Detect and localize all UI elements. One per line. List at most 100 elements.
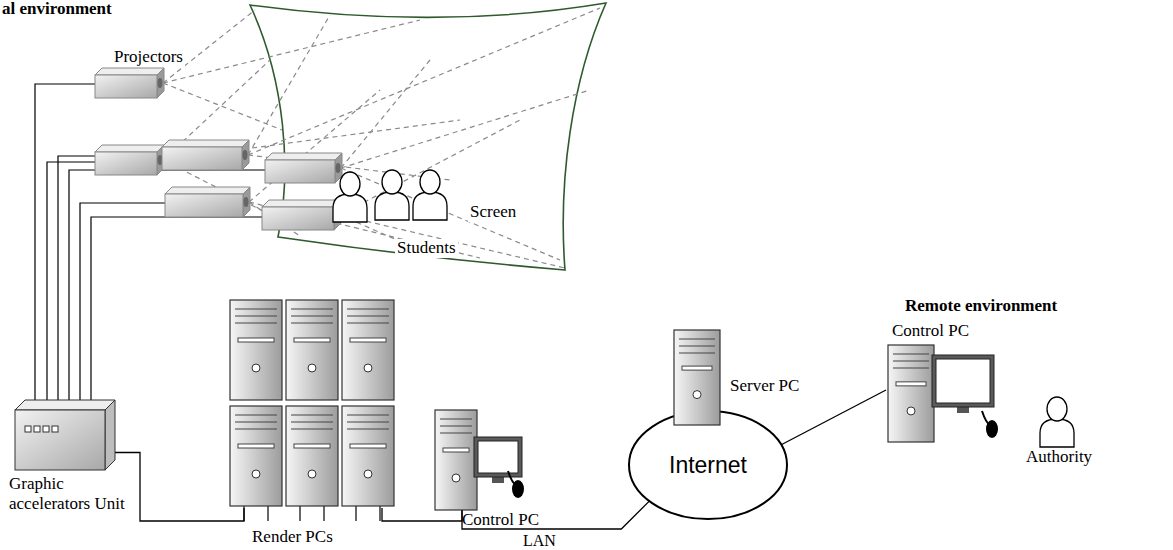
monitor-screen (478, 441, 518, 473)
projector-front (95, 152, 157, 175)
drive-bay (347, 309, 389, 310)
drive-bay (347, 429, 389, 430)
power-button (252, 364, 260, 372)
pc-leg (355, 506, 356, 521)
projector-lens (244, 197, 249, 207)
person-head (382, 170, 402, 194)
part-label: LAN (521, 532, 558, 550)
section-heading: al environment (0, 0, 114, 19)
drive-bay (235, 323, 277, 324)
drive-bay (893, 354, 929, 355)
node-icon (15, 400, 115, 470)
projector-front (265, 160, 335, 183)
unit-port (34, 426, 40, 432)
projection-ray (163, 20, 420, 83)
node-label: Server PC (730, 376, 799, 396)
unit-top (15, 400, 115, 410)
power-button (308, 470, 316, 478)
slot (682, 366, 712, 370)
monitor (932, 355, 994, 413)
drive-bay (235, 316, 277, 317)
drive-bay (893, 361, 929, 362)
projector-front (262, 207, 334, 230)
pc-tower (674, 330, 720, 425)
projector-top (165, 187, 250, 194)
projector-front (95, 75, 157, 98)
projector-front (165, 194, 243, 217)
drive-bay (291, 323, 333, 324)
slot (350, 444, 386, 448)
tower-body (230, 300, 282, 400)
projection-ray (341, 60, 430, 168)
pc-leg (379, 506, 380, 521)
person-icon (1040, 397, 1074, 447)
drive-bay (679, 353, 715, 354)
slot (294, 444, 330, 448)
projection-ray (341, 90, 590, 168)
projector-top (265, 153, 342, 160)
node-label: Control PC (462, 510, 539, 530)
network-name: Internet (628, 410, 788, 520)
computer-node: Graphic accelerators Unit (15, 400, 115, 470)
person-icon (413, 170, 447, 220)
pc-tower (888, 345, 934, 442)
projector-side (243, 187, 250, 217)
drive-bay (235, 429, 277, 430)
node-label: Control PC (892, 321, 969, 341)
drive-bay (291, 415, 333, 416)
network-link (462, 501, 649, 529)
person-head (340, 172, 360, 196)
network-ellipse: Internet (628, 410, 788, 520)
projector-top (162, 140, 249, 147)
section-heading: Remote environment (903, 297, 1059, 316)
monitor-screen (936, 359, 990, 403)
computer-node: Control PC (432, 405, 524, 510)
node-icon (432, 405, 524, 510)
slot (238, 444, 274, 448)
video-cable (58, 156, 162, 402)
drive-bay (440, 419, 472, 420)
drive-bay (679, 346, 715, 347)
drive-bay (347, 422, 389, 423)
power-button (364, 470, 372, 478)
part-label: Screen (468, 203, 518, 222)
person-body (413, 192, 447, 220)
drive-bay (235, 309, 277, 310)
monitor-stand (492, 477, 504, 483)
pc-tower (435, 410, 477, 510)
mouse (982, 411, 998, 438)
slot (443, 448, 469, 452)
node-label: Graphic accelerators Unit (9, 474, 141, 513)
projector-top (262, 200, 341, 207)
part-label: Projectors (112, 48, 185, 67)
person-body (375, 192, 409, 220)
projection-ray (340, 215, 565, 268)
slot (350, 338, 386, 342)
drive-bay (291, 316, 333, 317)
drive-bay (893, 368, 929, 369)
network-link (115, 453, 244, 522)
tower-body (435, 410, 477, 510)
slot (294, 338, 330, 342)
mouse (508, 471, 524, 498)
projector-side (157, 68, 164, 98)
mouse-body (512, 480, 524, 498)
slot (896, 382, 926, 386)
pc-tower (286, 406, 338, 506)
power-button (364, 364, 372, 372)
power-button (452, 474, 460, 482)
projector-side (242, 140, 249, 170)
projector-lens (243, 150, 248, 160)
monitor (474, 437, 522, 483)
person-head (1047, 397, 1067, 421)
person-icon (333, 172, 367, 222)
monitor-frame (932, 355, 994, 407)
power-button (252, 470, 260, 478)
slot (238, 338, 274, 342)
network-link (781, 390, 886, 445)
drive-bay (291, 422, 333, 423)
computer-node: Control PC (886, 345, 1006, 445)
video-cable (80, 203, 165, 402)
node-icon (228, 298, 398, 508)
